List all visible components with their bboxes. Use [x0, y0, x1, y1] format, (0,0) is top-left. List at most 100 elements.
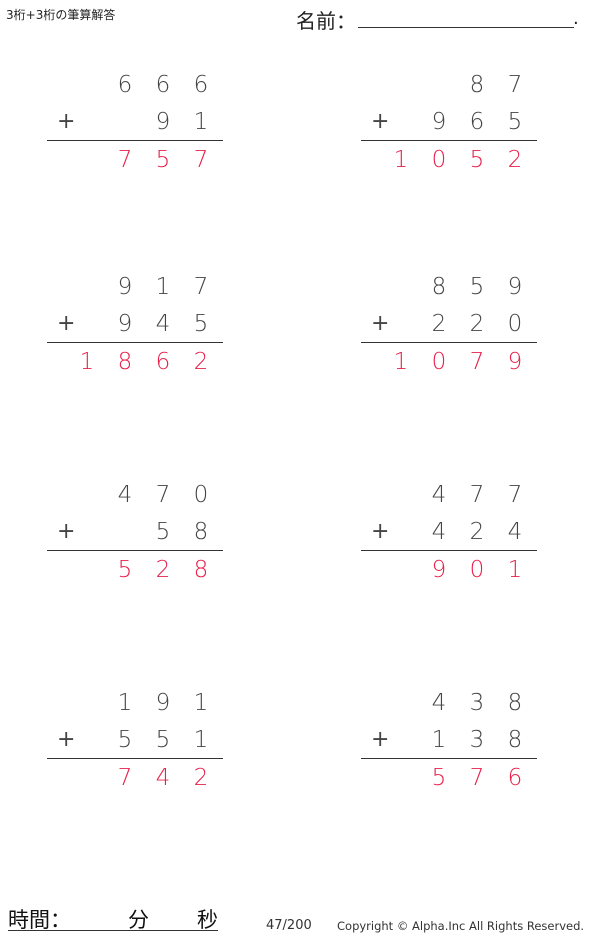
- name-end-dot: .: [573, 8, 579, 29]
- answer-digit: 5: [469, 147, 485, 173]
- answer-digit: 1: [393, 349, 409, 375]
- plus-sign: +: [57, 519, 76, 544]
- digit: 5: [193, 311, 209, 337]
- digit: 8: [507, 690, 523, 716]
- plus-sign: +: [371, 727, 390, 752]
- sum-rule: [361, 758, 537, 759]
- digit: 3: [469, 727, 485, 753]
- digit: 9: [431, 109, 447, 135]
- plus-sign: +: [57, 727, 76, 752]
- digit: 1: [155, 274, 171, 300]
- answer-digit: 0: [469, 557, 485, 583]
- answer-digit: 5: [117, 557, 133, 583]
- sum-rule: [47, 550, 223, 551]
- digit: 4: [431, 519, 447, 545]
- digit: 1: [117, 690, 133, 716]
- digit: 4: [155, 311, 171, 337]
- worksheet-title: 3桁+3桁の筆算解答: [6, 8, 116, 22]
- answer-digit: 2: [155, 557, 171, 583]
- plus-sign: +: [371, 109, 390, 134]
- digit: 5: [155, 727, 171, 753]
- digit: 4: [117, 482, 133, 508]
- name-label: 名前：: [296, 9, 356, 33]
- digit: 3: [469, 690, 485, 716]
- page-number: 47/200: [266, 918, 312, 933]
- answer-digit: 1: [79, 349, 95, 375]
- digit: 1: [193, 727, 209, 753]
- digit: 8: [193, 519, 209, 545]
- sum-rule: [47, 140, 223, 141]
- digit: 8: [469, 72, 485, 98]
- digit: 7: [155, 482, 171, 508]
- answer-digit: 4: [155, 765, 171, 791]
- digit: 0: [193, 482, 209, 508]
- answer-digit: 2: [193, 349, 209, 375]
- digit: 1: [431, 727, 447, 753]
- answer-digit: 5: [431, 765, 447, 791]
- answer-digit: 7: [117, 765, 133, 791]
- answer-digit: 7: [117, 147, 133, 173]
- answer-digit: 0: [431, 147, 447, 173]
- answer-digit: 6: [155, 349, 171, 375]
- answer-digit: 8: [117, 349, 133, 375]
- digit: 6: [155, 72, 171, 98]
- digit: 2: [469, 519, 485, 545]
- digit: 1: [193, 109, 209, 135]
- sum-rule: [361, 550, 537, 551]
- plus-sign: +: [57, 311, 76, 336]
- minutes-label: 分: [128, 908, 149, 932]
- name-line: [358, 27, 574, 28]
- answer-digit: 2: [193, 765, 209, 791]
- digit: 2: [431, 311, 447, 337]
- answer-digit: 1: [507, 557, 523, 583]
- digit: 9: [507, 274, 523, 300]
- sum-rule: [361, 140, 537, 141]
- answer-digit: 1: [393, 147, 409, 173]
- digit: 7: [507, 72, 523, 98]
- plus-sign: +: [57, 109, 76, 134]
- digit: 4: [431, 482, 447, 508]
- answer-digit: 9: [507, 349, 523, 375]
- time-label: 時間：: [8, 908, 71, 932]
- answer-digit: 7: [193, 147, 209, 173]
- answer-digit: 7: [469, 765, 485, 791]
- answer-digit: 0: [431, 349, 447, 375]
- sum-rule: [47, 342, 223, 343]
- digit: 1: [193, 690, 209, 716]
- digit: 4: [507, 519, 523, 545]
- answer-digit: 2: [507, 147, 523, 173]
- copyright-notice: Copyright © Alpha.Inc All Rights Reserve…: [337, 919, 585, 933]
- digit: 6: [193, 72, 209, 98]
- digit: 8: [507, 727, 523, 753]
- digit: 9: [155, 690, 171, 716]
- answer-digit: 5: [155, 147, 171, 173]
- digit: 7: [193, 274, 209, 300]
- digit: 9: [117, 274, 133, 300]
- digit: 9: [117, 311, 133, 337]
- digit: 8: [431, 274, 447, 300]
